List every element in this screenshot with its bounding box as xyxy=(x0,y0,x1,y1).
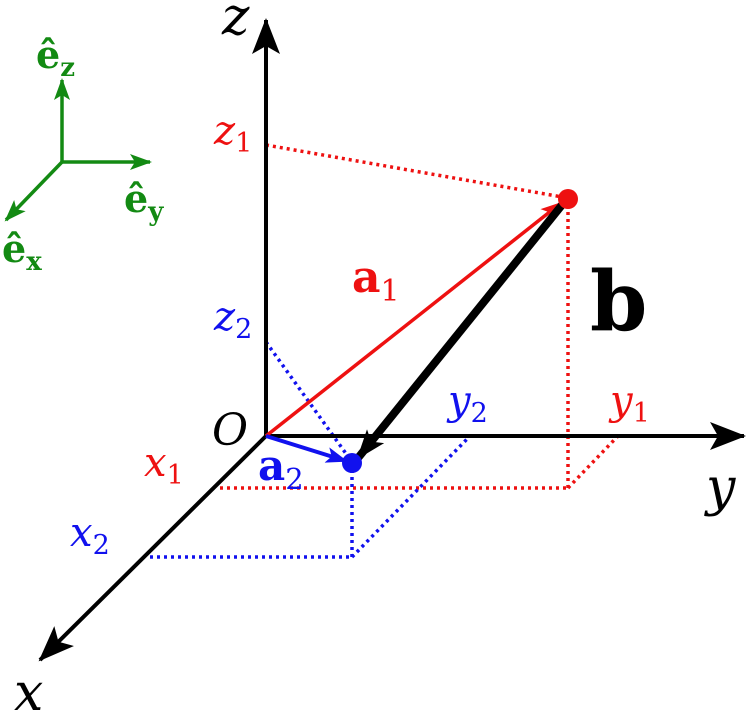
z2-sub: 2 xyxy=(235,314,252,345)
projection-lines-point2 xyxy=(150,340,472,559)
x1-label: x1 xyxy=(144,440,184,491)
z2-label: z2 xyxy=(213,294,252,345)
basis-ex-sub: x xyxy=(26,247,42,277)
y1-label: y1 xyxy=(608,378,650,429)
vector-a2-label: a2 xyxy=(258,441,304,496)
projection-z1-line xyxy=(265,143,569,200)
y2-base: y xyxy=(446,378,472,424)
basis-ez-base: ê xyxy=(36,32,60,77)
y1-base: y xyxy=(608,378,634,424)
z2-base: z xyxy=(213,294,236,340)
projection-lines-point1 xyxy=(220,143,620,490)
a2-sub: 2 xyxy=(285,462,303,496)
x-axis xyxy=(38,434,268,662)
z1-sub: 1 xyxy=(235,128,252,159)
x1-sub: 1 xyxy=(167,460,184,491)
basis-ex-label: êx xyxy=(2,226,42,277)
vector-b xyxy=(354,197,570,461)
basis-ey-base: ê xyxy=(124,176,148,221)
a2-base: a xyxy=(258,441,285,490)
vector-a2 xyxy=(265,434,348,463)
y1-sub: 1 xyxy=(633,398,650,429)
basis-ey-label: êy xyxy=(124,176,164,227)
vector-b-label: b xyxy=(590,254,647,350)
x-axis-label: x xyxy=(14,663,43,715)
x2-label: x2 xyxy=(70,510,110,561)
y2-label: y2 xyxy=(446,378,488,429)
basis-ez-label: êz xyxy=(36,32,75,83)
basis-ey-sub: y xyxy=(147,197,164,227)
a1-base: a xyxy=(352,252,381,303)
y2-sub: 2 xyxy=(471,398,488,429)
z1-label: z1 xyxy=(213,108,252,159)
basis-ex-arrow xyxy=(4,160,64,222)
basis-vectors xyxy=(4,78,152,222)
z1-base: z xyxy=(213,108,236,154)
point1-dot xyxy=(558,189,578,209)
point2-dot xyxy=(342,453,362,473)
vector-a1 xyxy=(264,201,563,438)
vector-a1-label: a1 xyxy=(352,252,400,309)
y-axis-label: y xyxy=(704,458,736,518)
x1-base: x xyxy=(144,440,167,486)
basis-ex-base: ê xyxy=(2,226,26,271)
axes xyxy=(38,18,746,662)
projection-y2-line xyxy=(350,434,472,559)
projection-y1-line xyxy=(566,434,620,490)
basis-ez-sub: z xyxy=(60,53,75,83)
x2-base: x xyxy=(70,510,93,556)
origin-label: O xyxy=(212,405,248,456)
x2-sub: 2 xyxy=(93,530,110,561)
a1-sub: 1 xyxy=(381,274,400,309)
z-axis-label: z xyxy=(221,0,250,47)
